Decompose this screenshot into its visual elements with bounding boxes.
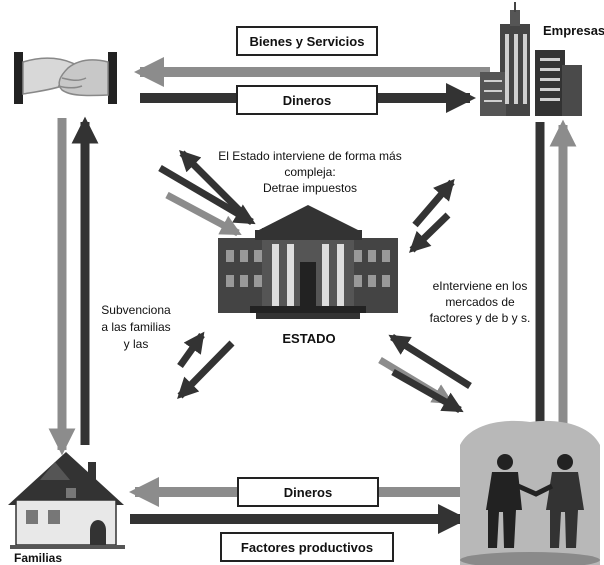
factores-productivos-flow: Factores productivos [130,504,468,562]
business-people-handshake-icon [460,420,600,565]
ul-arrow-3 [165,191,242,237]
estado-top-note: El Estado interviene de forma más comple… [218,149,401,195]
house-icon [8,452,125,549]
estado-right-note-line-1: eInterviene en los [433,279,528,293]
familias-label: Familias [14,551,62,565]
bienes-servicios-box [236,26,378,56]
lr-arrow-1 [388,334,472,389]
estado-label: ESTADO [282,331,335,346]
factores-productivos-box [220,532,394,562]
estado-right-note-line-3: factores y de b y s. [430,311,531,325]
factores-productivos-label: Factores productivos [241,540,373,555]
dineros-top-flow: Dineros [140,83,476,115]
upper-right-arrows [408,178,455,253]
estado-top-note-line-3: Detrae impuestos [263,181,357,195]
estado-left-note-line-1: Subvenciona [101,303,171,317]
ul-arrow-1 [158,164,256,226]
estado-left-note-line-2: a las familias [101,320,170,334]
bienes-servicios-flow: Bienes y Servicios [134,26,490,87]
dineros-top-box [236,85,378,115]
estado-top-note-line-1: El Estado interviene de forma más [218,149,401,163]
office-buildings-icon [480,2,582,116]
estado-left-note-line-3: y las [124,337,149,351]
handshake-icon [14,52,117,104]
ll-arrow-1 [177,331,205,369]
lower-right-arrows [378,334,472,414]
ur-arrow-1 [412,178,455,228]
empresas-label: Empresas [543,23,604,38]
upper-left-arrows [158,150,256,237]
dineros-top-label: Dineros [283,93,331,108]
estado-left-note: Subvenciona a las familias y las [101,303,171,351]
lower-left-arrows [177,331,235,399]
ul-arrow-2 [179,150,243,214]
dineros-bottom-box [237,477,379,507]
government-building-icon [218,205,398,319]
estado-top-note-line-2: compleja: [284,165,335,179]
ur-arrow-2 [408,212,451,253]
ll-arrow-2 [177,340,235,399]
estado-right-note-line-2: mercados de [445,295,515,309]
estado-right-note: eInterviene en los mercados de factores … [430,279,531,325]
dineros-bottom-label: Dineros [284,485,332,500]
dineros-bottom-flow: Dineros [129,477,470,507]
bienes-servicios-label: Bienes y Servicios [250,34,365,49]
lr-arrow-3 [391,368,464,414]
